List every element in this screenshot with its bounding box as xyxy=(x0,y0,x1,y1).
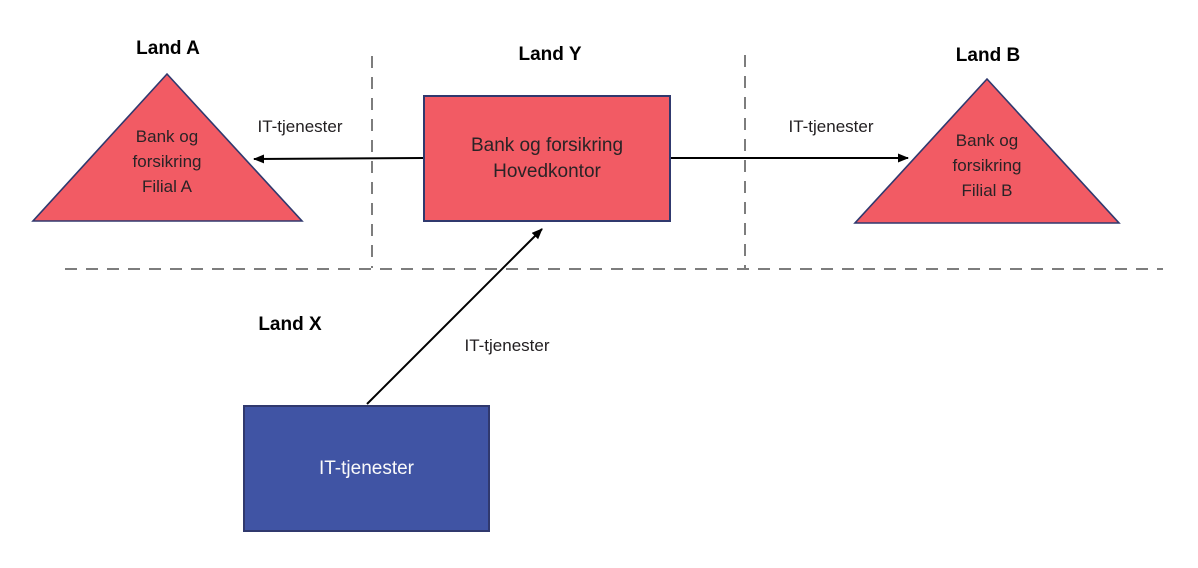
region-title-land-b: Land B xyxy=(955,45,1021,66)
filial-a-label-line1: Bank og xyxy=(135,127,199,146)
filial-a-triangle xyxy=(31,72,304,222)
hovedkontor-label: Bank og forsikring Hovedkontor xyxy=(471,133,623,185)
arrow-hovedkontor-to-filial-a xyxy=(253,154,424,164)
filial-b-label-line3: Filial B xyxy=(961,181,1013,200)
edge-label-to-filial-a: IT-tjenester xyxy=(257,117,343,136)
filial-b-label-line1: Bank og xyxy=(955,131,1019,150)
edge-label-it-to-hovedkontor: IT-tjenester xyxy=(464,336,550,355)
region-title-land-a: Land A xyxy=(136,38,200,59)
filial-b-label-line2: forsikring xyxy=(952,156,1022,175)
hovedkontor-label-line2: Hovedkontor xyxy=(493,160,601,182)
it-leverandor-node: IT-tjenester xyxy=(243,405,490,532)
filial-a-label-line2: forsikring xyxy=(132,152,202,171)
filial-a-label-line3: Filial A xyxy=(141,177,193,196)
filial-a-label: Bank og forsikring Filial A xyxy=(92,124,242,199)
region-title-land-y: Land Y xyxy=(518,44,582,65)
it-leverandor-label: IT-tjenester xyxy=(318,457,415,479)
region-title-land-x: Land X xyxy=(258,314,322,335)
arrow-it-to-hovedkontor xyxy=(366,228,543,405)
filial-b-triangle xyxy=(853,77,1121,224)
edge-label-to-filial-b: IT-tjenester xyxy=(788,117,874,136)
hovedkontor-node: Bank og forsikring Hovedkontor xyxy=(423,95,671,222)
filial-b-label: Bank og forsikring Filial B xyxy=(912,128,1062,203)
hovedkontor-label-line1: Bank og forsikring xyxy=(470,134,624,156)
